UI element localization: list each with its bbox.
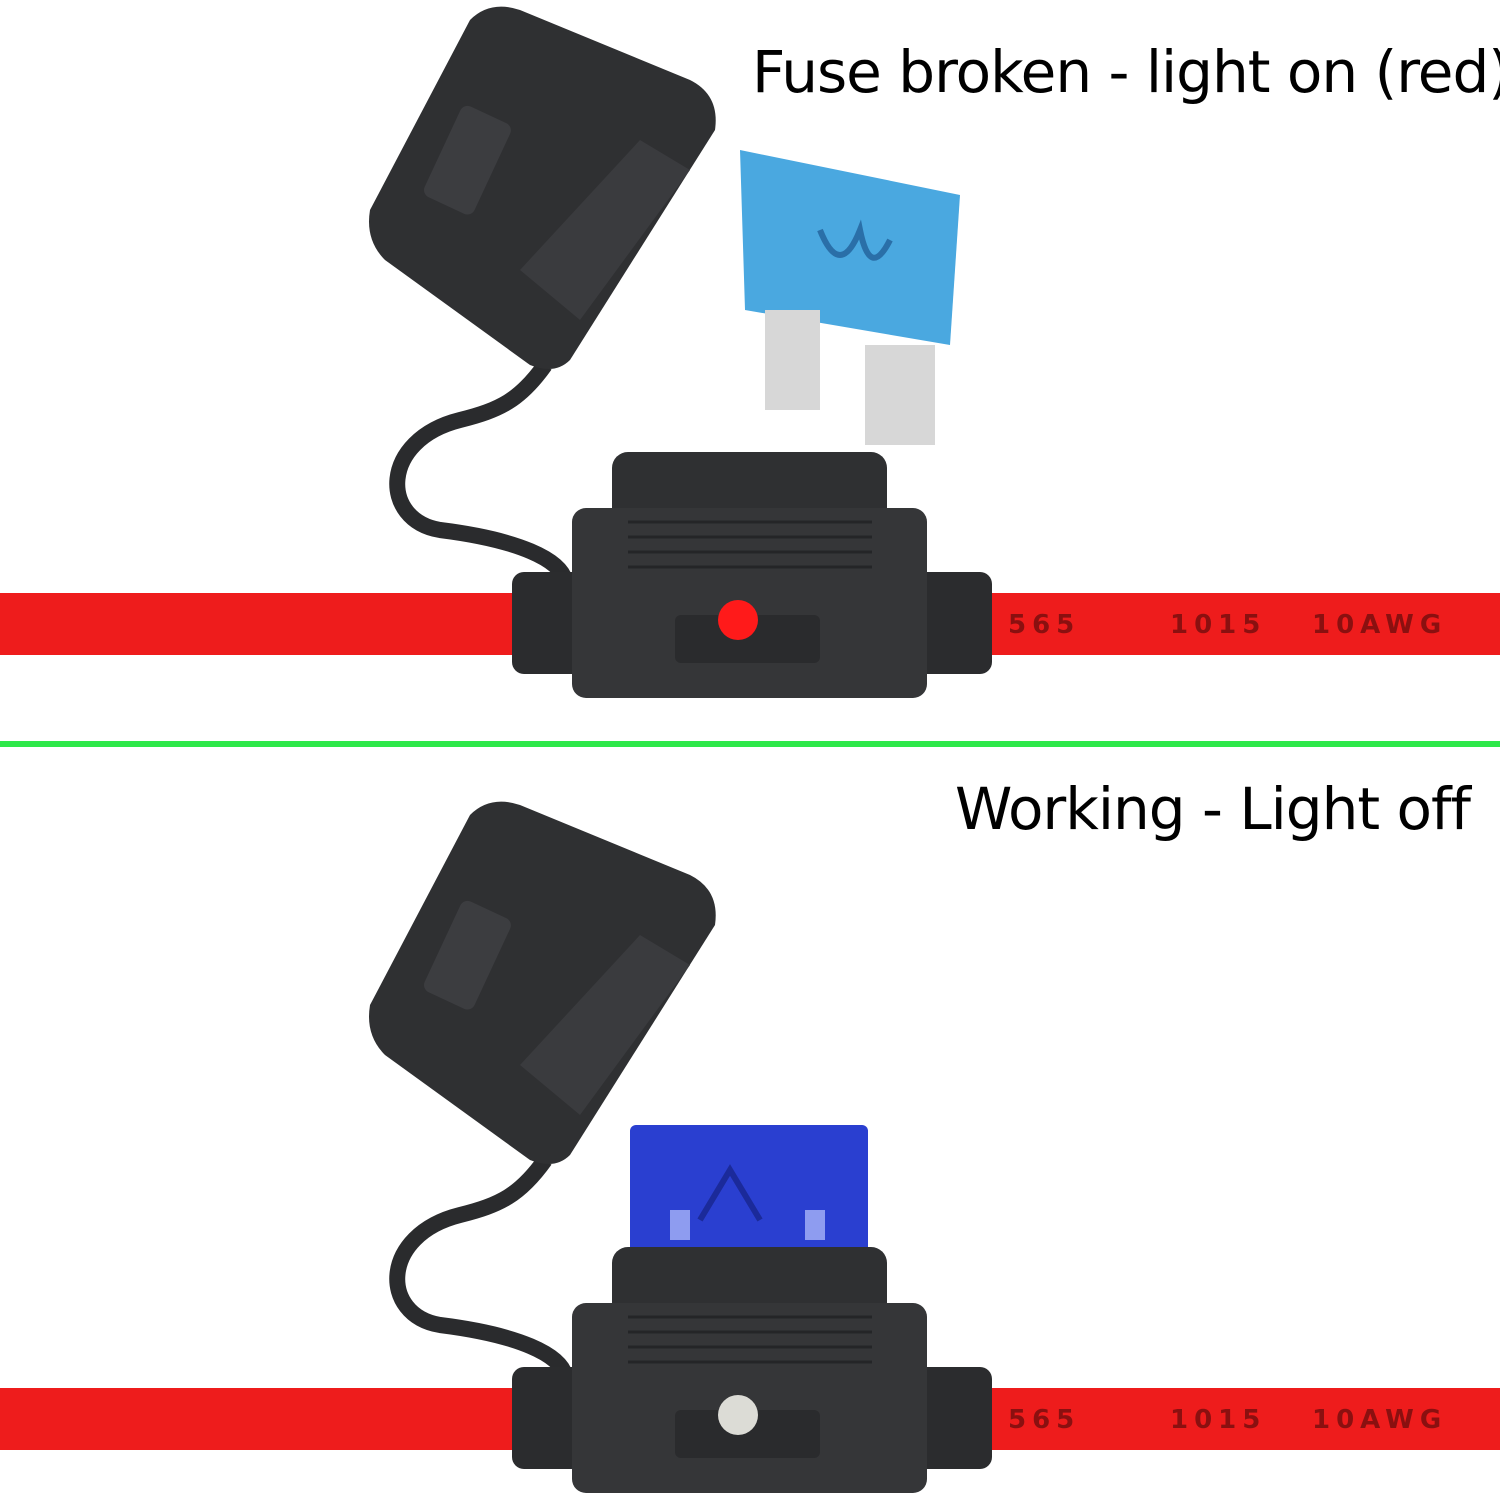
fuse-holder-body <box>572 508 927 698</box>
caption-working: Working - Light off <box>955 775 1471 843</box>
red-indicator-light <box>718 600 758 640</box>
wire-marking-1015: 1015 <box>1170 1405 1266 1435</box>
cap-tether <box>389 360 573 583</box>
cap-tether <box>389 1155 573 1378</box>
fuse-cap <box>369 6 716 370</box>
fuse-holder-working-illustration: 565 1015 10AWG <box>0 801 1500 1493</box>
wire-marking-1015: 1015 <box>1170 610 1266 640</box>
fuse-broken-panel: 565 1015 10AWG Fuse broken - light on (r… <box>0 0 1500 740</box>
divider-line <box>0 741 1500 747</box>
blown-fuse <box>740 150 960 445</box>
wire-marking-awg: 10AWG <box>1312 1405 1447 1435</box>
wire-marking-awg: 10AWG <box>1312 610 1447 640</box>
wire-marking-565: 565 <box>1008 610 1080 640</box>
fuse-holder-broken-illustration: 565 1015 10AWG <box>0 6 1500 698</box>
caption-fuse-broken: Fuse broken - light on (red) <box>752 38 1500 106</box>
indicator-light-off <box>718 1395 758 1435</box>
fuse-cap <box>369 801 716 1164</box>
fuse-holder-body <box>572 1303 927 1493</box>
wire-marking-565: 565 <box>1008 1405 1080 1435</box>
working-panel: 565 1015 10AWG Working - Light off <box>0 750 1500 1493</box>
